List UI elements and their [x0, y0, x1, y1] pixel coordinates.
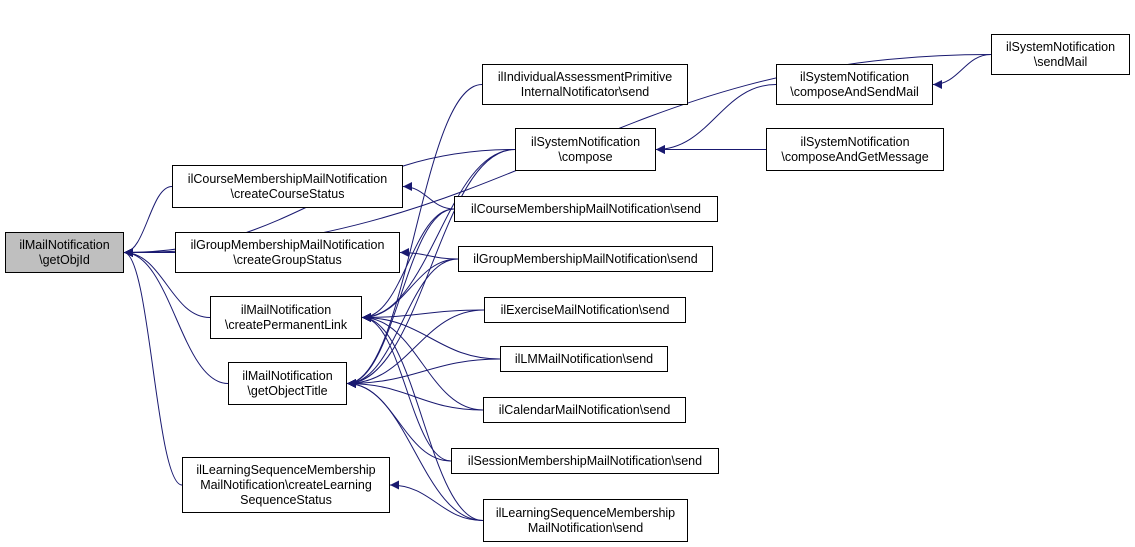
node-label-line: ilGroupMembershipMailNotification: [190, 237, 385, 252]
node-label-line: \sendMail: [1033, 54, 1088, 69]
node-create-group-status[interactable]: ilGroupMembershipMailNotification\create…: [175, 232, 400, 273]
edge-courseSend-to-getObjectTitle: [346, 208, 455, 388]
node-course-membership-send[interactable]: ilCourseMembershipMailNotification\send: [454, 196, 718, 222]
node-label-line: \composeAndSendMail: [790, 84, 919, 99]
node-label-line: ilExerciseMailNotification\send: [500, 302, 670, 317]
node-label-line: ilSessionMembershipMailNotification\send: [467, 453, 703, 468]
node-compose-and-get-message[interactable]: ilSystemNotification\composeAndGetMessag…: [766, 128, 944, 171]
edge-sessionSend-to-createPermanentLink: [361, 313, 452, 462]
node-label-line: ilMailNotification: [19, 237, 110, 252]
edge-lmSend-to-getObjectTitle: [346, 358, 501, 388]
node-label-line: ilIndividualAssessmentPrimitive: [497, 69, 673, 84]
node-calendar-send[interactable]: ilCalendarMailNotification\send: [483, 397, 686, 423]
node-label-line: \getObjId: [39, 252, 90, 267]
node-getobjid: ilMailNotification\getObjId: [5, 232, 124, 273]
edge-lmSend-to-createPermanentLink: [361, 313, 501, 360]
node-label-line: ilLearningSequenceMembership: [196, 462, 376, 477]
edge-courseSend-to-createCourseStatus: [402, 182, 455, 210]
node-label-line: InternalNotificator\send: [520, 84, 650, 99]
node-group-membership-send[interactable]: ilGroupMembershipMailNotification\send: [458, 246, 713, 272]
node-get-object-title[interactable]: ilMailNotification\getObjectTitle: [228, 362, 347, 405]
edge-createCourseStatus-to-getObjId: [123, 186, 173, 257]
edge-calendarSend-to-createPermanentLink: [361, 313, 484, 411]
node-label-line: ilSystemNotification: [1005, 39, 1116, 54]
node-system-notification-compose[interactable]: ilSystemNotification\compose: [515, 128, 656, 171]
edge-indivAssessSend-to-getObjectTitle: [346, 84, 483, 388]
node-label-line: ilSystemNotification: [799, 69, 910, 84]
node-label-line: ilGroupMembershipMailNotification\send: [473, 251, 698, 266]
node-label-line: ilCourseMembershipMailNotification\send: [471, 201, 701, 216]
node-label-line: ilMailNotification: [240, 302, 332, 317]
edge-groupSend-to-createPermanentLink: [361, 258, 459, 322]
edge-composeAndSendMail-to-sysCompose: [655, 84, 777, 154]
edge-sysCompose-to-getObjectTitle: [346, 149, 516, 388]
node-exercise-send[interactable]: ilExerciseMailNotification\send: [484, 297, 686, 323]
edge-sessionSend-to-getObjectTitle: [346, 379, 452, 462]
node-label-line: \compose: [558, 149, 613, 164]
node-label-line: \createGroupStatus: [233, 252, 342, 267]
node-label-line: ilLearningSequenceMembership: [495, 505, 676, 520]
edge-createPermanentLink-to-getObjId: [123, 248, 211, 318]
node-label-line: ilLMMailNotification\send: [514, 351, 654, 366]
edge-learningSeqSend-to-createLearningSeqStatus: [389, 480, 484, 521]
node-label-line: ilCalendarMailNotification\send: [498, 402, 671, 417]
edge-sysCompose-to-createPermanentLink: [361, 149, 516, 322]
node-create-permanent-link[interactable]: ilMailNotification\createPermanentLink: [210, 296, 362, 339]
edge-groupSend-to-getObjectTitle: [346, 258, 459, 388]
node-label-line: ilSystemNotification: [530, 134, 641, 149]
edge-createLearningSeqStatus-to-getObjId: [123, 248, 183, 486]
node-label-line: \composeAndGetMessage: [781, 149, 929, 164]
node-label-line: \createPermanentLink: [224, 317, 348, 332]
edge-groupSend-to-createGroupStatus: [399, 248, 459, 260]
edge-exerciseSend-to-getObjectTitle: [346, 309, 485, 388]
node-label-line: \createCourseStatus: [230, 186, 345, 201]
node-send-mail[interactable]: ilSystemNotification\sendMail: [991, 34, 1130, 75]
node-label-line: ilCourseMembershipMailNotification: [187, 171, 388, 186]
node-label-line: ilMailNotification: [242, 368, 333, 383]
node-label-line: SequenceStatus: [240, 492, 332, 507]
node-compose-and-send-mail[interactable]: ilSystemNotification\composeAndSendMail: [776, 64, 933, 105]
node-create-course-status[interactable]: ilCourseMembershipMailNotification\creat…: [172, 165, 403, 208]
edge-getObjectTitle-to-getObjId: [123, 248, 229, 384]
node-label-line: \getObjectTitle: [247, 383, 328, 398]
node-label-line: MailNotification\send: [527, 520, 644, 535]
edge-calendarSend-to-getObjectTitle: [346, 379, 484, 411]
node-session-membership-send[interactable]: ilSessionMembershipMailNotification\send: [451, 448, 719, 474]
edge-learningSeqSend-to-getObjectTitle: [346, 379, 484, 521]
edge-exerciseSend-to-createPermanentLink: [361, 309, 485, 322]
node-lm-send[interactable]: ilLMMailNotification\send: [500, 346, 668, 372]
edge-learningSeqSend-to-createPermanentLink: [361, 313, 484, 521]
node-label-line: ilSystemNotification: [800, 134, 910, 149]
edge-sendMail-to-composeAndSendMail: [932, 54, 992, 89]
node-label-line: MailNotification\createLearning: [200, 477, 372, 492]
